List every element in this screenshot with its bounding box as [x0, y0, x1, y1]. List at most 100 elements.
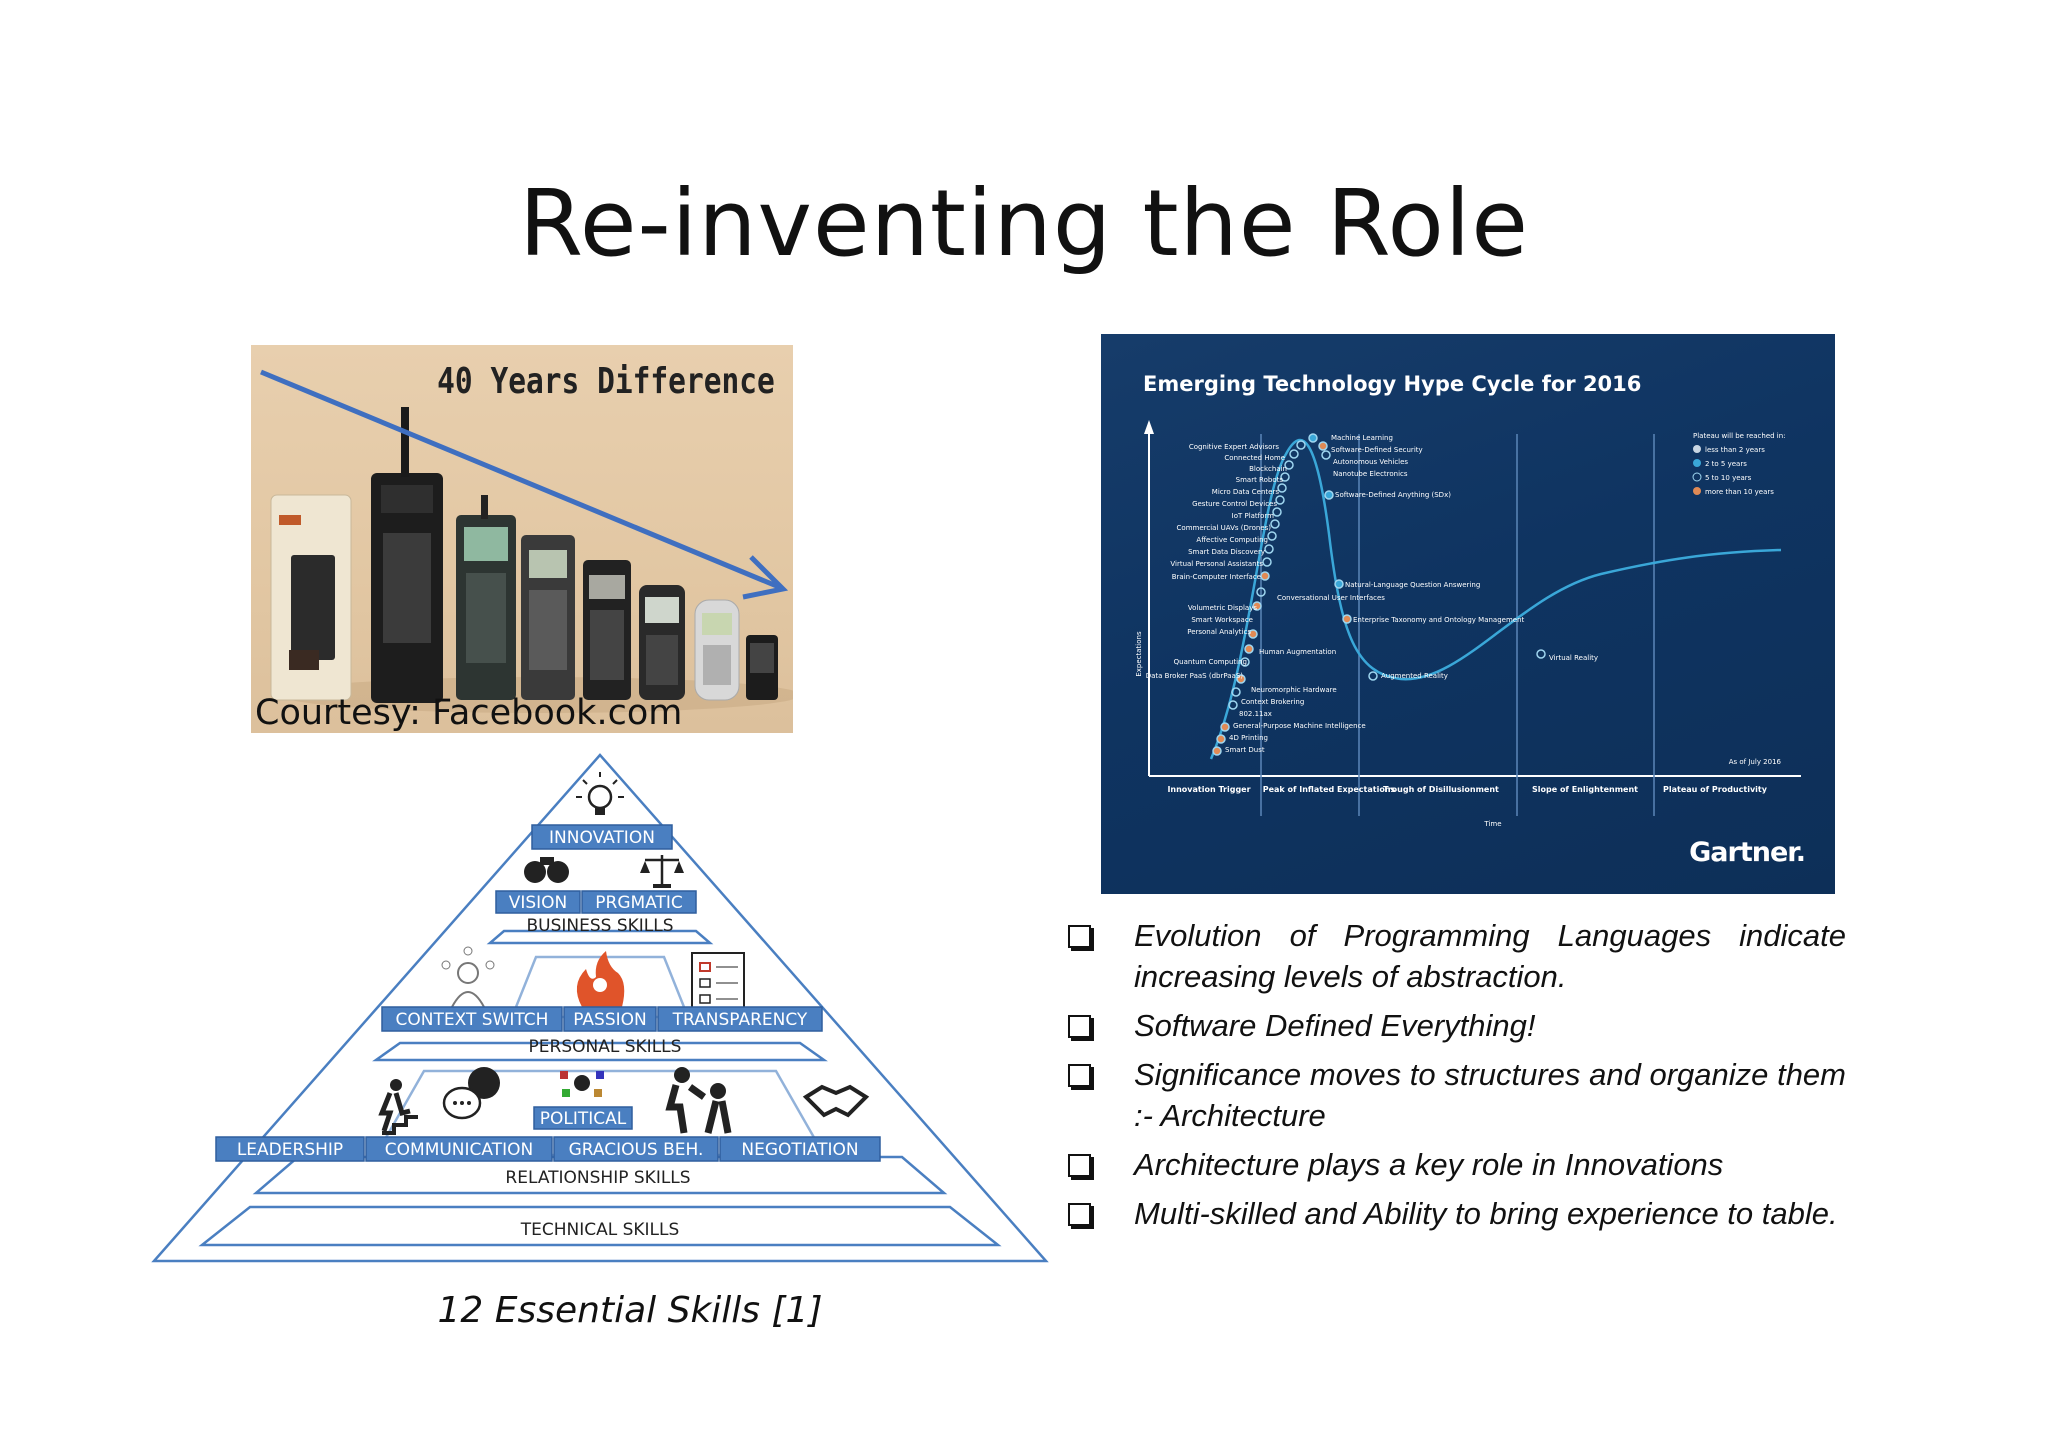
hype-cycle-image: Emerging Technology Hype Cycle for 2016 …: [1101, 334, 1835, 894]
hc-phase: Trough of Disillusionment: [1383, 785, 1499, 794]
hc-right-label: Nanotube Electronics: [1333, 470, 1408, 478]
phone-2-icon: [371, 407, 443, 703]
hc-left-label: Neuromorphic Hardware: [1251, 686, 1337, 694]
hc-left-label: 802.11ax: [1239, 710, 1272, 718]
relationship-skills-label: RELATIONSHIP SKILLS: [505, 1168, 690, 1188]
pragmatic-bar: [581, 890, 697, 914]
innovation-label: INNOVATION: [549, 828, 655, 848]
transparency-bar: [657, 1006, 823, 1032]
relationship-band: [252, 1155, 948, 1195]
business-band: [486, 929, 714, 945]
skills-pyramid: .ol { fill:none; stroke:#4a7fc1; stroke-…: [151, 753, 1049, 1263]
hc-left-label: 4D Printing: [1229, 734, 1268, 742]
business-skills-label: BUSINESS SKILLS: [526, 916, 673, 936]
transparency-label: TRANSPARENCY: [672, 1010, 808, 1030]
hc-legend-item: 2 to 5 years: [1705, 460, 1747, 468]
pyramid-caption: 12 Essential Skills [1]: [437, 1290, 823, 1331]
hc-phase: Peak of Inflated Expectations: [1263, 785, 1396, 794]
hc-left-label: Volumetric Displays: [1188, 604, 1257, 612]
phone-1-icon: [270, 494, 352, 701]
hc-y-label: Expectations: [1135, 631, 1143, 677]
speech-bubble-icon: [442, 1067, 500, 1120]
pragmatic-label: PRGMATIC: [595, 893, 682, 913]
bullet-item: Multi-skilled and Ability to bring exper…: [1066, 1193, 1846, 1234]
political-label: POLITICAL: [540, 1109, 627, 1129]
checkbox-bullet-icon: [1068, 1064, 1091, 1087]
hc-legend-item: more than 10 years: [1705, 488, 1774, 496]
bullet-item: Significance moves to structures and org…: [1066, 1054, 1846, 1136]
hc-right-label: Enterprise Taxonomy and Ontology Managem…: [1353, 616, 1525, 624]
hc-phase: Plateau of Productivity: [1663, 785, 1768, 794]
hc-left-label: Smart Dust: [1225, 746, 1265, 754]
hc-left-label: Gesture Control Devices: [1192, 500, 1277, 508]
hc-left-label: Affective Computing: [1196, 536, 1268, 544]
checkbox-bullet-icon: [1068, 1154, 1091, 1177]
hc-legend-title: Plateau will be reached in:: [1693, 432, 1786, 440]
hc-left-label: General-Purpose Machine Intelligence: [1233, 722, 1366, 730]
vision-label: VISION: [509, 893, 568, 913]
hc-left-label: Context Brokering: [1241, 698, 1304, 706]
bullet-item: Architecture plays a key role in Innovat…: [1066, 1144, 1846, 1185]
phone-3-icon: [456, 495, 516, 700]
hc-legend-item: 5 to 10 years: [1705, 474, 1752, 482]
phones-illustration: [260, 369, 793, 713]
binoculars-icon: [524, 857, 569, 883]
hc-legend-item: less than 2 years: [1705, 446, 1765, 454]
hype-cycle-chart: .ax { stroke:#ffffff; stroke-width:2; } …: [1135, 420, 1801, 828]
hc-left-label: Smart Robots: [1236, 476, 1284, 484]
juggler-icon: [441, 946, 495, 1008]
communication-label: COMMUNICATION: [385, 1140, 533, 1160]
negotiation-bar: [719, 1136, 881, 1162]
context-switch-bar: [381, 1006, 563, 1032]
hc-left-label: Commercial UAVs (Drones): [1177, 524, 1272, 532]
hc-left-label: Blockchain: [1249, 465, 1287, 473]
phone-6-icon: [639, 585, 685, 700]
phone-7-icon: [694, 599, 740, 701]
technical-band: [198, 1205, 1002, 1247]
checkbox-bullet-icon: [1068, 925, 1091, 948]
hc-right-label: Autonomous Vehicles: [1333, 458, 1408, 466]
trend-arrow: [260, 369, 780, 590]
hc-left-label: IoT Platform: [1232, 512, 1275, 520]
communication-bar: [365, 1136, 553, 1162]
hc-left-label: Virtual Personal Assistants: [1170, 560, 1263, 568]
gartner-logo: Gartner.: [1689, 837, 1806, 868]
phones-evolution-image: 40 Years Difference Courtesy: Facebook.c…: [251, 345, 793, 733]
bullet-list: Evolution of Programming Languages indic…: [1066, 915, 1846, 1242]
hc-as-of: As of July 2016: [1729, 758, 1782, 766]
hype-curve: [1209, 438, 1782, 760]
hc-left-label: Cognitive Expert Advisors: [1189, 443, 1280, 451]
hc-left-label: Quantum Computing: [1174, 658, 1247, 666]
hc-phase: Slope of Enlightenment: [1532, 785, 1638, 794]
hc-left-label: Smart Data Discovery: [1188, 548, 1265, 556]
phones-header: 40 Years Difference: [437, 361, 775, 402]
checkbox-bullet-icon: [1068, 1015, 1091, 1038]
trend-arrow-head: [742, 555, 789, 600]
phone-4-icon: [521, 535, 575, 700]
climber-icon: [378, 1079, 418, 1135]
hc-right-label: Augmented Reality: [1381, 672, 1448, 680]
negotiation-label: NEGOTIATION: [741, 1140, 858, 1160]
hc-left-label: Micro Data Centers: [1212, 488, 1280, 496]
political-bar: [533, 1106, 633, 1130]
gracious-label: GRACIOUS BEH.: [569, 1140, 704, 1160]
passion-flame-icon: [576, 951, 625, 1007]
personal-skills-label: PERSONAL SKILLS: [529, 1037, 682, 1057]
checkbox-bullet-icon: [1068, 1203, 1091, 1226]
lightbulb-icon: [576, 772, 624, 815]
hc-right-label: Natural-Language Question Answering: [1345, 581, 1480, 589]
bullet-item: Software Defined Everything!: [1066, 1005, 1846, 1046]
scales-icon: [640, 855, 684, 888]
phone-5-icon: [583, 560, 631, 700]
bullet-item: Evolution of Programming Languages indic…: [1066, 915, 1846, 997]
hc-right-label: Human Augmentation: [1259, 648, 1336, 656]
personal-band: [372, 1041, 828, 1062]
passion-bar: [563, 1006, 657, 1032]
pyramid-outline: [151, 753, 1049, 1263]
context-switch-label: CONTEXT SWITCH: [396, 1010, 549, 1030]
hc-right-label: Machine Learning: [1331, 434, 1393, 442]
hc-right-label: Conversational User Interfaces: [1277, 594, 1385, 602]
hc-left-label: Data Broker PaaS (dbrPaaS): [1146, 672, 1244, 680]
leadership-label: LEADERSHIP: [237, 1140, 343, 1160]
phone-9-icon: [751, 637, 791, 707]
